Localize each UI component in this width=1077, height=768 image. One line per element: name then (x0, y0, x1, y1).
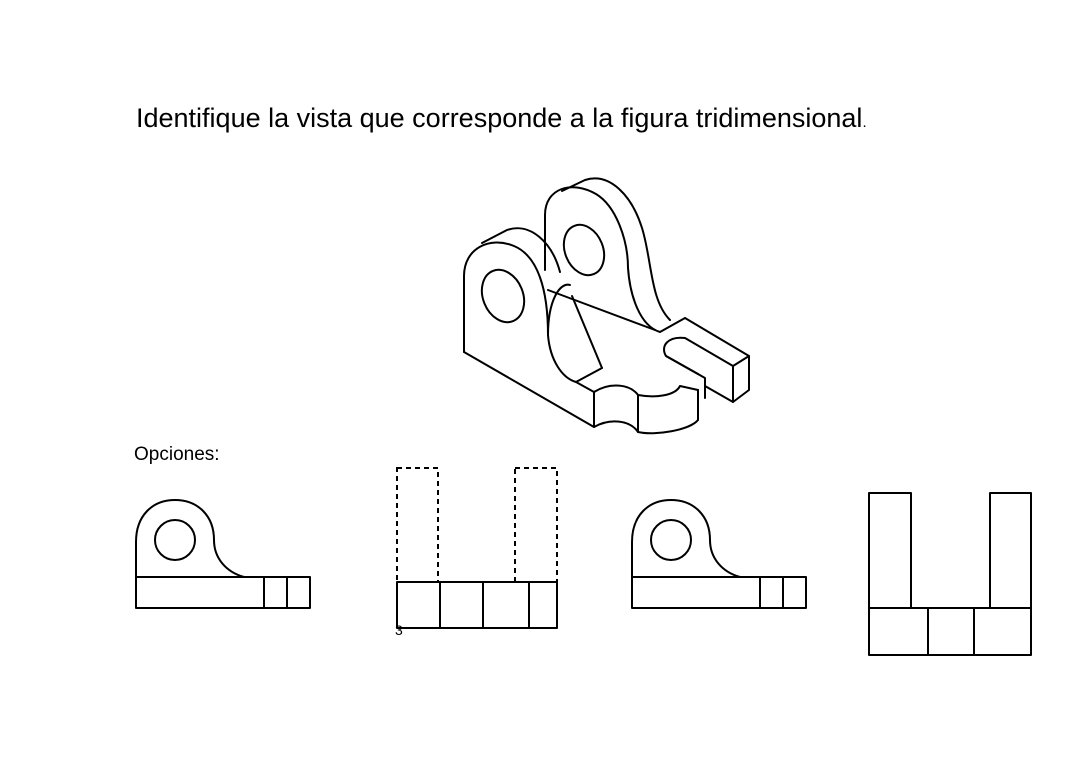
option-b[interactable] (396, 467, 558, 629)
stray-mark: 3 (395, 622, 403, 638)
option-d[interactable] (868, 492, 1032, 656)
question-dot: . (862, 114, 867, 131)
option-a-hole (154, 519, 196, 561)
isometric-part (463, 177, 750, 435)
option-a[interactable] (135, 499, 311, 609)
options-label: Opciones: (134, 444, 220, 465)
question-title: Identifique la vista que corresponde a l… (136, 103, 867, 134)
option-c-hole (650, 519, 692, 561)
question-text: Identifique la vista que corresponde a l… (136, 103, 863, 133)
option-c[interactable] (631, 499, 807, 609)
